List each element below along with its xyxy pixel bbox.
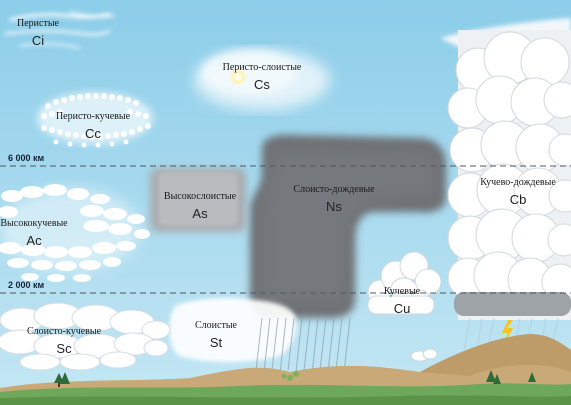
- label-nimbostratus: Слоисто-дождевые Ns: [286, 180, 382, 213]
- cloud-abbr-cirrus: Ci: [31, 32, 45, 48]
- cloud-name-cumulonimbus: Кучево-дождевые: [480, 177, 556, 188]
- label-cumulonimbus: Кучево-дождевые Cb: [474, 173, 562, 206]
- altostratus-cloud: [150, 168, 246, 232]
- cloud-abbr-stratus: St: [209, 334, 223, 350]
- label-cirrocumulus: Перисто-кучевые Cc: [40, 107, 146, 140]
- cloud-abbr-cumulonimbus: Cb: [509, 191, 527, 207]
- cirrocumulus-cloud: [37, 92, 153, 148]
- cloud-name-nimbostratus: Слоисто-дождевые: [293, 184, 375, 195]
- ground-landscape: [0, 334, 571, 405]
- cirrus-cloud: [4, 11, 116, 49]
- nimbostratus-cloud: [250, 134, 446, 318]
- cloud-abbr-cirrostratus: Cs: [254, 76, 270, 92]
- cloud-name-altostratus: Высокослоистые: [163, 191, 237, 202]
- cloud-name-altocumulus: Высококучевые: [0, 218, 68, 229]
- cirrostratus-cloud: [194, 50, 330, 110]
- cloud-abbr-cumulus: Cu: [393, 300, 411, 316]
- cumulonimbus-cloud: [440, 18, 571, 320]
- altitude-label-2000: 2 000 км: [8, 280, 45, 290]
- cloud-name-stratus: Слоистые: [195, 320, 237, 331]
- label-altostratus: Высокослоистые As: [160, 187, 240, 220]
- cloud-abbr-stratocumulus: Sc: [56, 340, 72, 356]
- bushes-icon: [281, 371, 299, 381]
- label-cumulus: Кучевые Cu: [374, 282, 430, 315]
- cloud-name-cirrostratus: Перисто-слоистые: [222, 62, 302, 73]
- cloud-abbr-nimbostratus: Ns: [326, 198, 342, 214]
- label-stratus: Слоистые St: [184, 316, 248, 349]
- stratocumulus-cloud: [0, 302, 171, 371]
- nimbostratus-rain: [255, 317, 351, 375]
- altocumulus-cloud: [0, 184, 150, 282]
- cloud-abbr-altostratus: As: [192, 205, 208, 221]
- label-stratocumulus: Слоисто-кучевые Sc: [16, 322, 112, 355]
- cumulus-cloud: [367, 251, 442, 315]
- cloud-abbr-altocumulus: Ac: [26, 232, 42, 248]
- trees-icon: [54, 370, 536, 387]
- sun-icon: [229, 68, 247, 86]
- lightning-icon: [500, 320, 513, 352]
- stratus-cloud: [169, 298, 297, 362]
- cloud-name-stratocumulus: Слоисто-кучевые: [26, 326, 102, 337]
- label-cirrus: Перистые Ci: [10, 14, 66, 47]
- cloud-name-cumulus: Кучевые: [383, 286, 421, 297]
- label-cirrostratus: Перисто-слоистые Cs: [210, 58, 314, 91]
- cloud-name-cirrus: Перистые: [17, 18, 59, 29]
- cloud-name-cirrocumulus: Перисто-кучевые: [55, 111, 131, 122]
- label-altocumulus: Высококучевые Ac: [0, 214, 68, 247]
- cloud-abbr-cirrocumulus: Cc: [85, 125, 101, 141]
- altitude-label-6000: 6 000 км: [8, 153, 45, 163]
- small-cumulus-cloud: [410, 348, 438, 362]
